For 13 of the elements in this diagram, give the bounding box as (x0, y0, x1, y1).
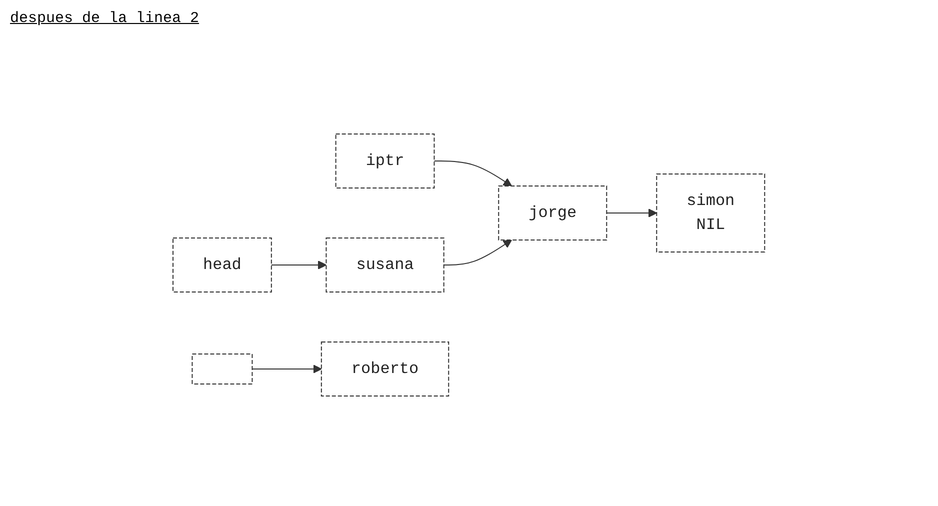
arrow (271, 260, 327, 269)
node-box: head (172, 237, 272, 292)
arrow (252, 364, 322, 373)
node-box: susana (326, 237, 444, 292)
node-box: jorge (498, 185, 608, 240)
node-box (192, 353, 253, 384)
arrow (434, 160, 512, 186)
diagram-title: despues de la linea 2 (10, 10, 200, 27)
node-box: iptr (335, 133, 435, 188)
arrow (606, 208, 658, 217)
node-box: simon NIL (656, 173, 766, 252)
node-box: roberto (321, 341, 450, 396)
arrow (444, 239, 512, 265)
